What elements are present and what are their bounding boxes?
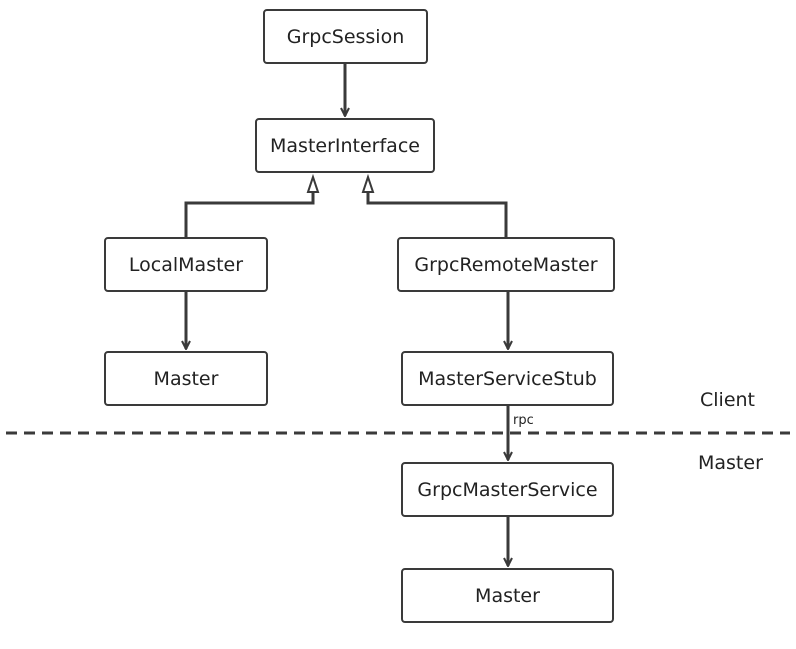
node-grpc-remote-master-label: GrpcRemoteMaster bbox=[414, 253, 598, 276]
node-grpc-session: GrpcSession bbox=[263, 9, 428, 64]
node-grpc-master-service-label: GrpcMasterService bbox=[417, 478, 598, 501]
node-master-bottom-label: Master bbox=[475, 584, 540, 607]
node-grpc-master-service: GrpcMasterService bbox=[401, 462, 614, 517]
region-label-master: Master bbox=[698, 452, 763, 474]
inheritance-arrowhead-right bbox=[361, 173, 375, 193]
edge-label-rpc: rpc bbox=[513, 413, 534, 428]
node-master-left: Master bbox=[104, 351, 268, 406]
inheritance-arrowhead-left bbox=[306, 173, 320, 193]
node-master-service-stub-label: MasterServiceStub bbox=[418, 367, 597, 390]
node-master-service-stub: MasterServiceStub bbox=[401, 351, 614, 406]
region-label-client: Client bbox=[700, 389, 756, 411]
node-local-master: LocalMaster bbox=[104, 237, 268, 292]
node-master-left-label: Master bbox=[153, 367, 219, 390]
node-master-interface-label: MasterInterface bbox=[270, 134, 420, 157]
node-local-master-label: LocalMaster bbox=[128, 253, 244, 276]
edge-grpc-remote-master-inherits bbox=[366, 192, 508, 237]
node-master-interface: MasterInterface bbox=[255, 118, 435, 173]
edge-local-master-inherits bbox=[184, 192, 315, 237]
node-master-bottom: Master bbox=[401, 568, 614, 623]
node-grpc-session-label: GrpcSession bbox=[286, 25, 405, 48]
node-grpc-remote-master: GrpcRemoteMaster bbox=[397, 237, 615, 292]
